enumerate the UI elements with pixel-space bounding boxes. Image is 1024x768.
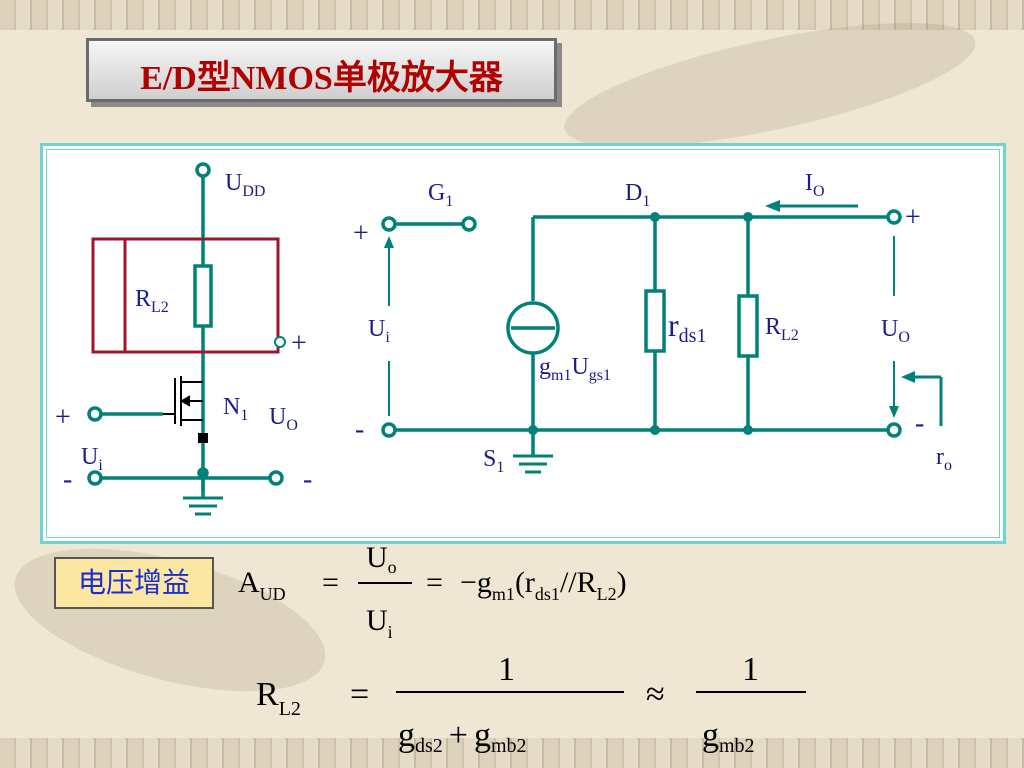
bottom-decorative-band	[0, 738, 1024, 768]
ro-label: ro	[936, 444, 952, 474]
svg-text:gmb2: gmb2	[702, 717, 755, 757]
svg-text:Uo: Uo	[366, 541, 397, 577]
svg-text:≈: ≈	[646, 676, 665, 713]
gain-formula: AUD = Uo Ui = −gm1(rds1//RL2)	[238, 541, 627, 642]
gm-ugs-label: gm1Ugs1	[539, 354, 611, 384]
right-output-minus: -	[915, 408, 924, 439]
svg-text:=: =	[350, 676, 369, 713]
transistor-label: N1	[223, 394, 248, 424]
rl-label: RL2	[765, 314, 799, 344]
ro-arrow	[901, 371, 943, 426]
right-output-plus: +	[905, 202, 921, 233]
current-label: IO	[805, 170, 825, 200]
svg-text:gds2+gmb2: gds2+gmb2	[398, 717, 527, 757]
slide-title: E/D型NMOS单极放大器	[140, 60, 503, 97]
top-decorative-band	[0, 0, 1024, 30]
circuit-diagram: UDD RL2 N1 UO Ui + + - - G1 D1 S1 IO Ui …	[55, 162, 952, 516]
vdd-label: UDD	[225, 170, 265, 200]
right-output-label: UO	[881, 316, 910, 346]
right-input-plus: +	[353, 218, 369, 249]
left-input-minus: -	[63, 464, 72, 495]
svg-text:Ui: Ui	[366, 604, 393, 642]
left-output-plus: +	[291, 328, 307, 359]
load-highlight-box	[91, 237, 280, 354]
gate-label: G1	[428, 180, 453, 210]
source-label: S1	[483, 446, 504, 476]
svg-text:=: =	[322, 566, 339, 599]
voltage-gain-label: 电压增益	[54, 557, 214, 609]
left-input-plus: +	[55, 402, 71, 433]
right-input-label: Ui	[368, 316, 390, 346]
nmos-transistor-symbol	[163, 376, 208, 443]
svg-text:RL2: RL2	[256, 676, 301, 720]
circuit-panel: UDD RL2 N1 UO Ui + + - - G1 D1 S1 IO Ui …	[40, 143, 1006, 544]
svg-text:=: =	[426, 566, 443, 599]
load-label: RL2	[135, 286, 169, 316]
drain-label: D1	[625, 180, 650, 210]
current-arrow	[765, 200, 858, 212]
rds-label: rds1	[668, 307, 706, 347]
slide-title-box: E/D型NMOS单极放大器	[86, 38, 557, 102]
load-resistance-formula: RL2 = 1 gds2+gmb2 ≈ 1 gmb2	[256, 651, 806, 757]
left-output-minus: -	[303, 464, 312, 495]
svg-text:AUD: AUD	[238, 566, 286, 604]
right-input-minus: -	[355, 414, 364, 445]
svg-text:1: 1	[498, 651, 515, 688]
svg-text:−gm1(rds1//RL2): −gm1(rds1//RL2)	[460, 566, 627, 604]
left-input-label: Ui	[81, 444, 103, 474]
svg-text:1: 1	[742, 651, 759, 688]
left-output-label: UO	[269, 404, 298, 434]
